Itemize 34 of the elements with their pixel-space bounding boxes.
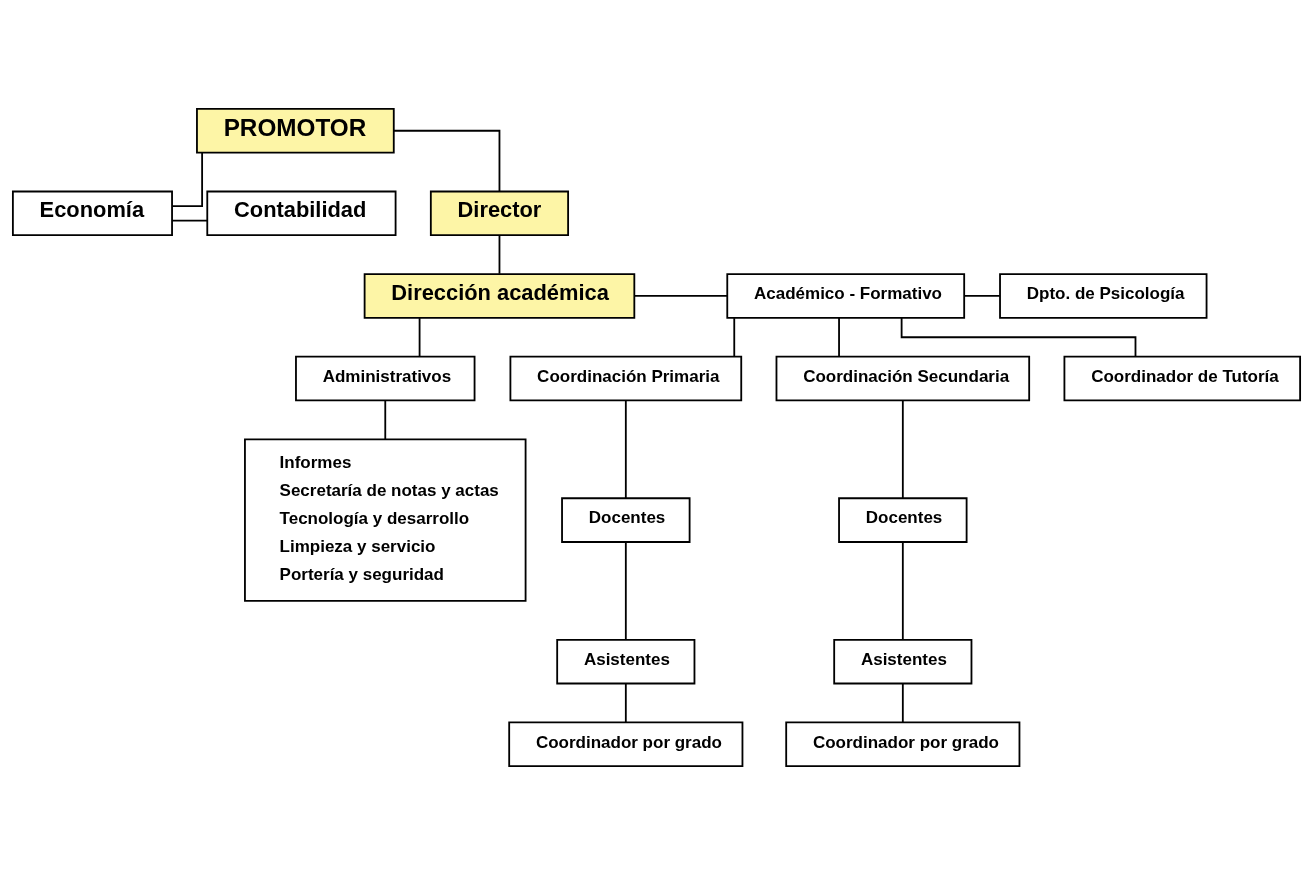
node-box: Coordinación Secundaria: [775, 355, 1031, 401]
node-box: Asistentes: [556, 638, 696, 684]
node-box: Coordinador por grado: [785, 721, 1021, 767]
connector: [171, 219, 208, 222]
node-box: Dirección académica: [363, 272, 636, 319]
connector: [901, 540, 904, 641]
connector: [633, 294, 728, 297]
node-box: Asistentes: [833, 638, 973, 684]
node-box: Coordinador de Tutoría: [1063, 355, 1301, 401]
connector: [901, 682, 904, 723]
node-box: PROMOTOR: [196, 107, 395, 153]
connector: [624, 540, 627, 641]
connector: [171, 151, 203, 207]
connector: [901, 399, 904, 499]
node-box: Dpto. de Psicología: [999, 272, 1208, 319]
connector: [624, 682, 627, 723]
node-box: Académico - Formativo: [726, 272, 966, 319]
connector: [838, 316, 840, 357]
node-box: Docentes: [561, 496, 691, 543]
node-box: Docentes: [838, 496, 968, 543]
connector: [384, 399, 387, 440]
node-box: Administrativos: [295, 355, 476, 401]
connector: [418, 316, 421, 357]
connector: [963, 294, 1001, 297]
node-box: Contabilidad: [206, 190, 397, 236]
connector: [733, 316, 736, 357]
connector: [392, 129, 501, 192]
connector: [624, 399, 627, 499]
node-box: Informes Secretaría de notas y actas Tecnología y desarrollo Limpieza y servicio Portería y seguridad: [244, 437, 527, 602]
node-box: Economía: [12, 190, 173, 236]
node-box: Coordinación Primaria: [509, 355, 743, 401]
node-box: Director: [429, 190, 569, 236]
connector: [498, 234, 501, 275]
node-box: Coordinador por grado: [508, 721, 744, 767]
